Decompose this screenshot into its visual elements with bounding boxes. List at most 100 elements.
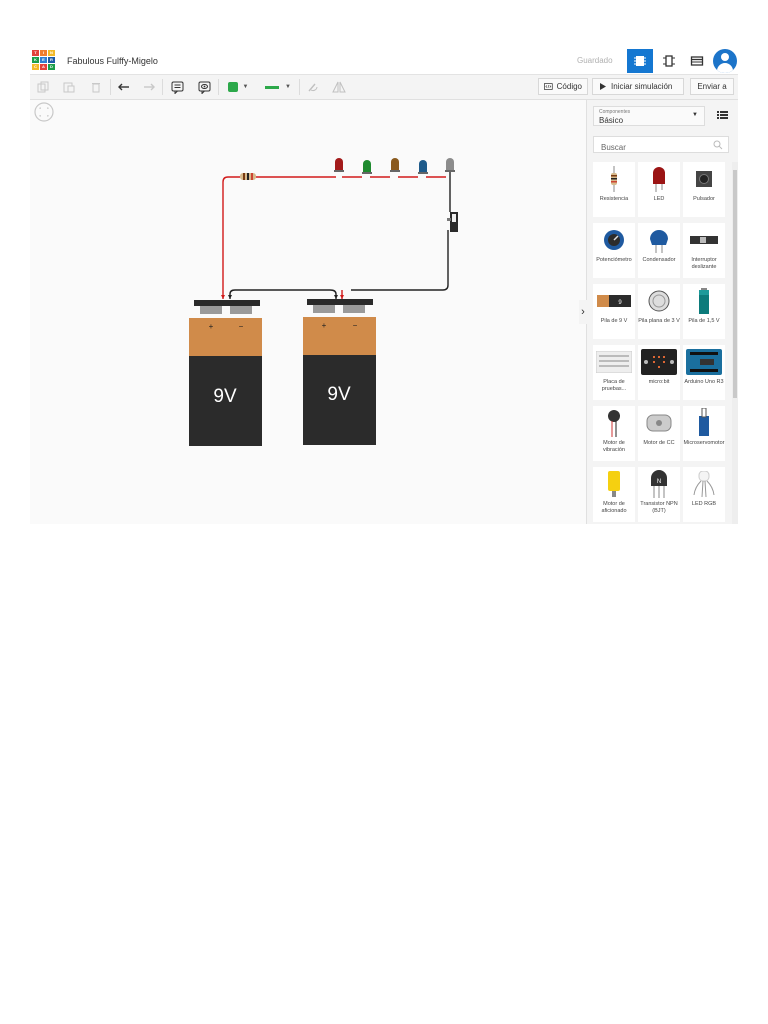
component-card[interactable]: LED [638,162,680,217]
table-icon [690,56,704,66]
flip-button[interactable] [331,78,347,96]
schematic-view-button[interactable] [656,49,682,73]
component-card[interactable]: Condensador [638,223,680,278]
battery-aa-icon [683,286,725,316]
toggle-notes-button[interactable] [196,78,212,96]
circuit-canvas[interactable]: + − 9V + − 9V [30,100,586,524]
component-label: Arduino Uno R3 [684,379,724,385]
component-label: Pila de 9 V [600,318,628,324]
component-card[interactable]: N Transistor NPN (BJT) [638,467,680,522]
project-title[interactable]: Fabulous Fulffy-Migelo [67,56,158,66]
search-icon [713,140,723,150]
paste-icon [63,82,75,93]
led-gray[interactable] [445,158,455,172]
chevron-right-icon: › [581,306,585,318]
rotate-icon [308,83,318,92]
chevron-down-icon: ▼ [692,112,698,118]
user-avatar[interactable] [713,49,737,73]
vibration-motor-icon [593,408,635,438]
battery-left-plus: + [209,322,214,331]
panel-scrollbar[interactable] [732,162,738,524]
arduino-icon [683,347,725,377]
terminal-marker-right-minus [340,295,344,299]
black-wire-batteries[interactable] [229,289,337,299]
component-card[interactable]: Placa de pruebas... [593,345,635,400]
logo-letter: T [32,50,39,56]
component-label: Microservomotor [683,440,725,446]
component-card[interactable]: LED RGB [683,467,725,522]
led-red[interactable] [334,158,344,172]
fit-view-icon[interactable] [34,102,54,122]
battery-9v-left[interactable]: + − 9V [189,300,262,446]
components-dropdown[interactable]: Componentes Básico ▼ [593,106,705,126]
scrollbar-thumb[interactable] [733,170,737,398]
battery-9v-right[interactable]: + − 9V [303,299,376,445]
battery-left-label: 9V [213,386,237,407]
search-input[interactable] [599,142,713,153]
terminal-marker-left-plus [221,295,225,299]
circuit-view-button[interactable] [627,49,653,73]
circuit-drawing[interactable]: + − 9V + − 9V [30,100,586,524]
servo-icon [683,408,725,438]
chevron-down-icon: ▼ [285,84,291,90]
transistor-icon: N [638,469,680,499]
list-view-button[interactable] [715,108,729,122]
code-button[interactable]: Código [538,78,588,95]
chip-icon [634,56,646,66]
undo-button[interactable] [117,78,131,96]
component-label: Motor de CC [643,440,675,446]
component-label: Motor de vibración [602,440,625,453]
logo-letter: D [48,64,55,70]
resistor[interactable] [240,173,256,180]
fill-color-picker[interactable]: ▼ [224,78,252,96]
component-card[interactable]: Motor de CC [638,406,680,461]
undo-icon [118,83,129,91]
slide-switch[interactable] [447,212,458,232]
saved-status: Guardado [577,56,613,65]
breadboard-icon [593,347,635,377]
led-blue[interactable] [418,160,428,174]
logo-letter: K [32,57,39,63]
component-card[interactable]: Microservomotor [683,406,725,461]
red-wire-left[interactable] [222,176,240,299]
component-card[interactable]: Pulsador [683,162,725,217]
start-simulation-button[interactable]: Iniciar simulación [592,78,684,95]
component-card[interactable]: Pila plana de 3 V [638,284,680,339]
copy-button[interactable] [36,78,50,96]
paste-button[interactable] [62,78,76,96]
send-to-button[interactable]: Enviar a [690,78,734,95]
component-card[interactable]: micro:bit [638,345,680,400]
rotate-button[interactable] [305,78,321,96]
component-label: Condensador [642,257,676,263]
logo-letter: C [32,64,39,70]
notes-button[interactable] [169,78,185,96]
black-wire-right[interactable] [351,230,449,291]
logo-letter: A [40,64,47,70]
line-style-picker[interactable]: ▼ [259,78,297,96]
collapse-panel-button[interactable]: › [579,300,587,324]
component-card[interactable]: Pila de 1,5 V [683,284,725,339]
component-list-button[interactable] [684,49,710,73]
component-label: LED [653,196,665,202]
redo-button[interactable] [142,78,156,96]
led-green[interactable] [362,160,372,174]
led-orange[interactable] [390,158,400,172]
component-card[interactable]: Arduino Uno R3 [683,345,725,400]
component-card[interactable]: Potenciómetro [593,223,635,278]
capacitor-icon [638,225,680,255]
play-icon [600,83,606,90]
component-card[interactable]: Interruptor deslizante [683,223,725,278]
search-box [593,136,729,153]
component-card[interactable]: Resistencia [593,162,635,217]
logo-letter: R [48,57,55,63]
component-card[interactable]: Motor de aficionado [593,467,635,522]
component-label: Transistor NPN (BJT) [640,501,678,514]
code-icon [544,83,553,90]
delete-button[interactable] [89,78,103,96]
component-card[interactable]: Motor de vibración [593,406,635,461]
pushbutton-icon [683,164,725,194]
